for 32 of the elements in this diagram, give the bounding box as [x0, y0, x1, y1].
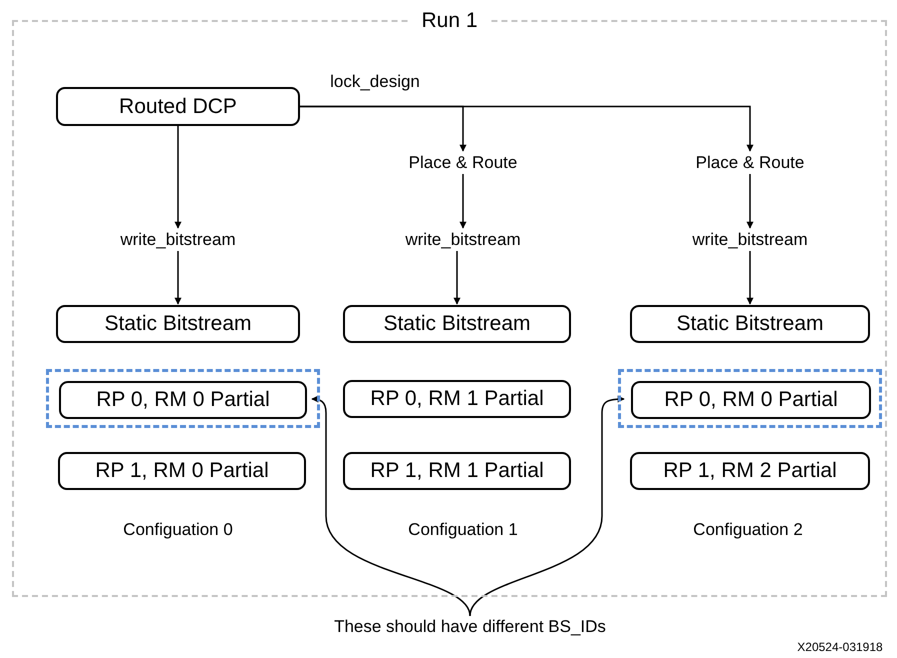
- arrow: [469, 396, 625, 616]
- arrow: [746, 251, 754, 305]
- arrow: [174, 251, 182, 305]
- arrow: [311, 396, 471, 616]
- arrow: [746, 174, 754, 229]
- step-box: RP 0, RM 0 Partial: [631, 381, 871, 419]
- step-box: Routed DCP: [56, 87, 300, 126]
- step-label: write_bitstream: [383, 229, 543, 251]
- step-box: RP 1, RM 0 Partial: [58, 452, 306, 490]
- step-label: write_bitstream: [670, 229, 830, 251]
- arrow: [300, 106, 754, 152]
- figure-id: X20524-031918: [796, 640, 884, 654]
- step-box: Static Bitstream: [56, 305, 300, 343]
- step-box: Static Bitstream: [343, 305, 571, 343]
- highlight-box: [618, 369, 882, 428]
- column-caption: Configuation 2: [692, 520, 804, 540]
- step-label: Place & Route: [383, 152, 543, 174]
- arrow: [174, 126, 182, 229]
- step-box: RP 0, RM 1 Partial: [343, 380, 571, 418]
- step-box: Static Bitstream: [630, 305, 870, 343]
- column-caption: Configuation 1: [407, 520, 519, 540]
- column-caption: Configuation 0: [122, 520, 234, 540]
- highlight-box: [46, 369, 320, 428]
- step-box: RP 1, RM 1 Partial: [343, 452, 571, 490]
- step-label: write_bitstream: [98, 229, 258, 251]
- arrow: [454, 251, 460, 305]
- arrow: [460, 174, 466, 229]
- step-label: Place & Route: [670, 152, 830, 174]
- step-box: RP 1, RM 2 Partial: [630, 452, 870, 490]
- step-label: These should have different BS_IDs: [300, 616, 640, 638]
- step-label: lock_design: [329, 72, 421, 92]
- step-box: RP 0, RM 0 Partial: [59, 381, 307, 419]
